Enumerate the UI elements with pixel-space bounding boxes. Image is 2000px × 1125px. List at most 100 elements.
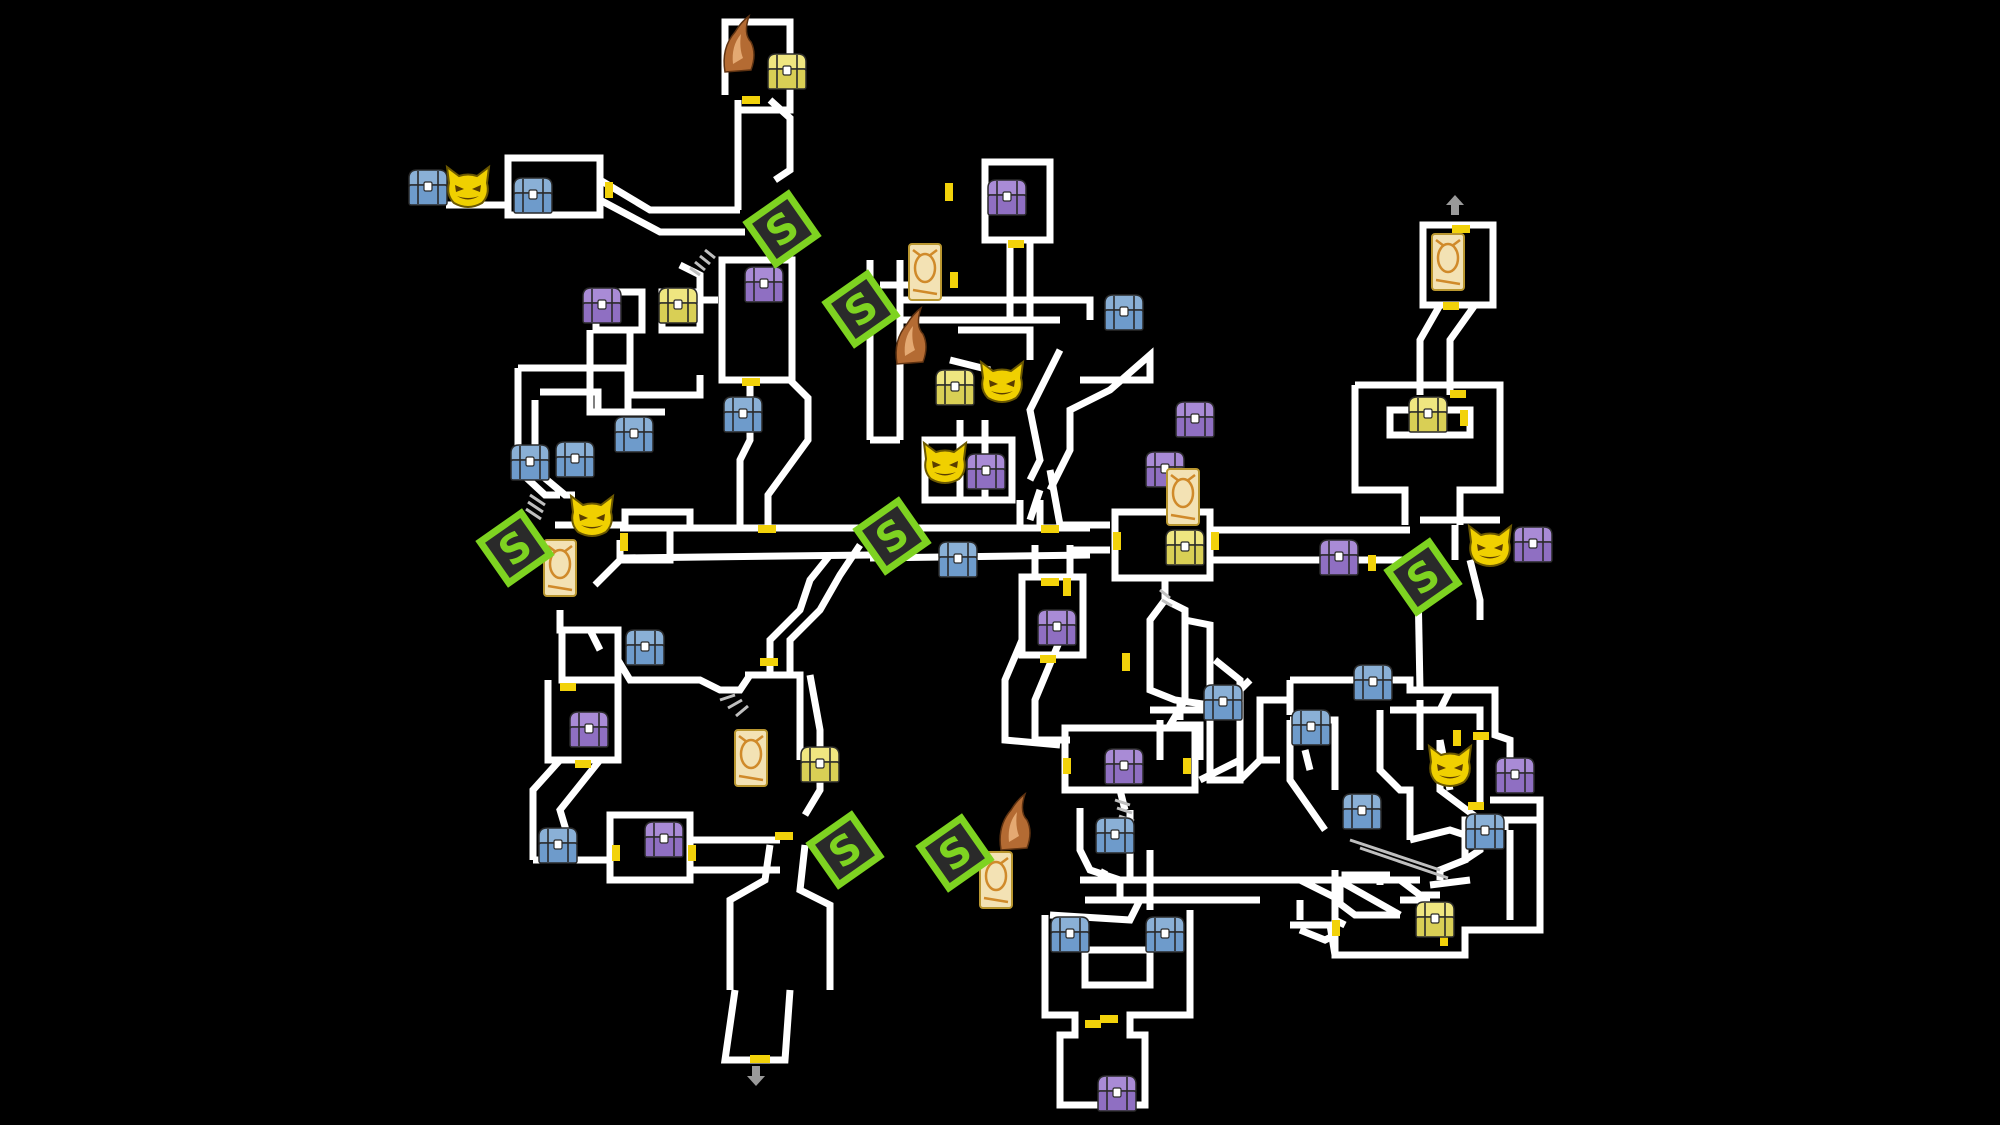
wall-segment bbox=[1018, 573, 1087, 659]
wall-segment bbox=[540, 388, 602, 410]
purple-treasure-chest-icon bbox=[966, 453, 1006, 490]
door bbox=[1450, 390, 1466, 398]
wall-segment bbox=[1326, 924, 1339, 956]
door bbox=[775, 832, 793, 840]
yellow-treasure-chest-icon bbox=[658, 287, 698, 324]
wall-segment bbox=[529, 757, 563, 860]
blue-treasure-chest-icon bbox=[625, 629, 665, 666]
wall-segment bbox=[592, 557, 623, 588]
door bbox=[945, 183, 953, 201]
map-stairs bbox=[525, 248, 1449, 880]
door bbox=[750, 1055, 770, 1063]
wall-segment bbox=[1076, 808, 1124, 900]
purple-treasure-chest-icon bbox=[1513, 526, 1553, 563]
wall-segment bbox=[726, 844, 774, 990]
wall-segment bbox=[981, 158, 1054, 244]
yellow-treasure-chest-icon bbox=[1415, 901, 1455, 938]
wall-segment bbox=[504, 154, 604, 219]
yellow-cat-face-icon bbox=[445, 164, 491, 208]
wall-segment bbox=[678, 261, 718, 304]
blue-treasure-chest-icon bbox=[555, 441, 595, 478]
yellow-treasure-chest-icon bbox=[1165, 529, 1205, 566]
door bbox=[1332, 920, 1340, 936]
door bbox=[1041, 578, 1059, 586]
stairs bbox=[525, 493, 546, 521]
door bbox=[1113, 532, 1121, 550]
purple-treasure-chest-icon bbox=[1037, 609, 1077, 646]
door bbox=[575, 760, 591, 768]
tarot-card-icon bbox=[908, 243, 942, 301]
door bbox=[1008, 240, 1024, 248]
wall-segment bbox=[586, 330, 665, 416]
wall-segment bbox=[1376, 710, 1414, 840]
blue-treasure-chest-icon bbox=[723, 396, 763, 433]
save-point-icon: S bbox=[742, 189, 822, 269]
stairs bbox=[1349, 838, 1449, 880]
wall-segment bbox=[745, 671, 804, 760]
wall-segment bbox=[556, 610, 585, 634]
wall-segment bbox=[1046, 347, 1154, 492]
horn-icon bbox=[723, 13, 755, 73]
stairs bbox=[719, 693, 749, 718]
wall-segment bbox=[1026, 488, 1044, 522]
wall-segment bbox=[598, 196, 745, 236]
door bbox=[1085, 1020, 1101, 1028]
blue-treasure-chest-icon bbox=[510, 444, 550, 481]
door bbox=[758, 525, 776, 533]
wall-segment bbox=[1446, 302, 1478, 395]
blue-treasure-chest-icon bbox=[1465, 813, 1505, 850]
purple-treasure-chest-icon bbox=[582, 287, 622, 324]
yellow-cat-face-icon bbox=[1467, 523, 1513, 567]
wall-segment bbox=[767, 97, 794, 183]
wall-segment bbox=[720, 989, 794, 1064]
save-point-icon: S bbox=[805, 810, 885, 890]
wall-segment bbox=[1286, 720, 1328, 833]
wall-segment bbox=[1046, 469, 1064, 526]
wall-segment bbox=[1237, 696, 1290, 783]
door bbox=[1443, 302, 1459, 310]
door bbox=[688, 845, 696, 861]
wall-segment bbox=[514, 368, 560, 499]
save-point-icon: S bbox=[1383, 537, 1463, 617]
yellow-treasure-chest-icon bbox=[1408, 396, 1448, 433]
yellow-cat-face-icon bbox=[979, 359, 1025, 403]
door bbox=[1452, 225, 1470, 233]
exit-down-arrow-icon bbox=[747, 1066, 765, 1086]
purple-treasure-chest-icon bbox=[1319, 539, 1359, 576]
door bbox=[760, 658, 778, 666]
door bbox=[1368, 555, 1376, 571]
wall-segment bbox=[958, 326, 1034, 360]
wall-segment bbox=[766, 552, 833, 675]
yellow-cat-face-icon bbox=[569, 493, 615, 537]
blue-treasure-chest-icon bbox=[1291, 709, 1331, 746]
wall-segment bbox=[1198, 756, 1242, 784]
wall-segment bbox=[586, 628, 604, 652]
purple-treasure-chest-icon bbox=[569, 711, 609, 748]
blue-treasure-chest-icon bbox=[408, 169, 448, 206]
blue-treasure-chest-icon bbox=[513, 177, 553, 214]
wall-segment bbox=[1031, 638, 1070, 744]
wall-segment bbox=[801, 674, 824, 817]
door bbox=[742, 378, 760, 386]
save-point-icon: S bbox=[852, 496, 932, 576]
blue-treasure-chest-icon bbox=[1050, 916, 1090, 953]
wall-segment bbox=[796, 844, 834, 990]
horn-icon bbox=[895, 305, 927, 365]
wall-segment bbox=[1397, 877, 1440, 899]
blue-treasure-chest-icon bbox=[1095, 817, 1135, 854]
tarot-card-icon bbox=[734, 729, 768, 787]
save-point-icon: S bbox=[915, 813, 995, 893]
door bbox=[1468, 802, 1484, 810]
blue-treasure-chest-icon bbox=[1342, 793, 1382, 830]
wall-segment bbox=[1301, 749, 1314, 771]
wall-segment bbox=[900, 296, 1094, 320]
blue-treasure-chest-icon bbox=[1203, 684, 1243, 721]
yellow-cat-face-icon bbox=[922, 440, 968, 484]
save-point-icon: S bbox=[821, 269, 901, 349]
door bbox=[1122, 653, 1130, 671]
wall-segment bbox=[1436, 688, 1454, 712]
door bbox=[1041, 525, 1059, 533]
blue-treasure-chest-icon bbox=[1353, 664, 1393, 701]
door bbox=[605, 182, 613, 198]
